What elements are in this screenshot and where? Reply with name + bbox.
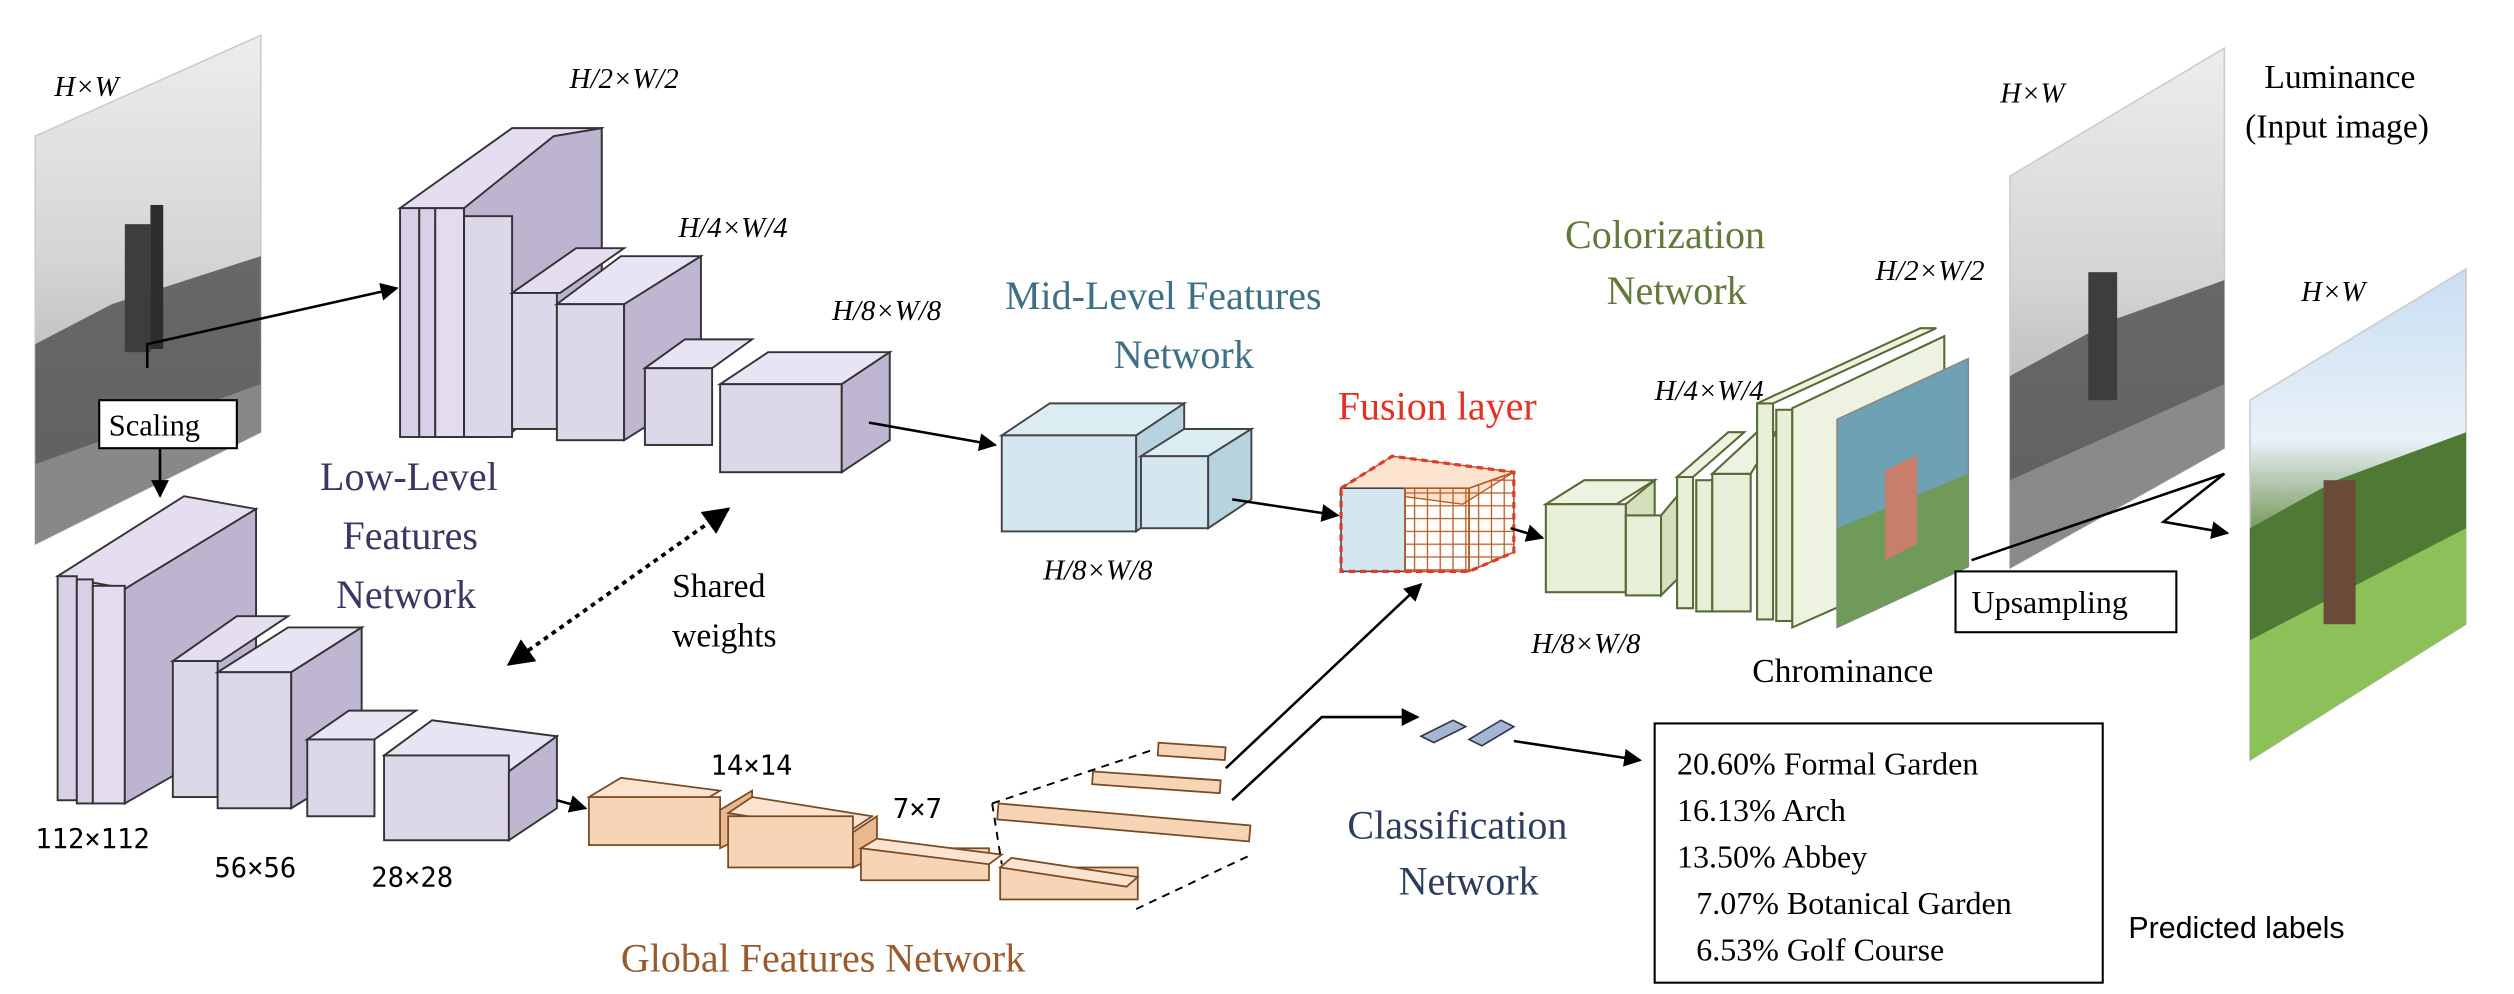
size-112: 112×112 <box>35 824 150 855</box>
eighth-size-label-top: H/8×W/8 <box>831 295 942 327</box>
connectors <box>145 282 2230 813</box>
luminance-label-2: (Input image) <box>2245 109 2429 146</box>
input-grayscale-image <box>34 34 262 546</box>
low-level-features-blocks <box>397 126 893 474</box>
classification-blocks <box>1419 719 1516 747</box>
global-features-dashed-projection <box>991 748 1252 910</box>
low-level-features-blocks-shared <box>55 495 560 843</box>
fusion-eighth-size-label: H/8×W/8 <box>1530 628 1641 660</box>
mid-level-title-1: Mid-Level Features <box>1005 273 1322 318</box>
colorization-title-1: Colorization <box>1565 212 1765 257</box>
classification-title-1: Classification <box>1347 803 1567 848</box>
half-size-label: H/2×W/2 <box>569 63 679 95</box>
shared-weights-2: weights <box>672 618 777 655</box>
colorized-output-image <box>2249 267 2467 762</box>
upsampling-label: Upsampling <box>1972 584 2128 620</box>
shared-weights-1: Shared <box>672 568 765 605</box>
luminance-size-label: H×W <box>1999 78 2067 110</box>
prediction-2: 16.13% Arch <box>1677 792 1846 828</box>
size-14: 14×14 <box>711 751 793 782</box>
upsampling-box <box>1954 570 2178 634</box>
luminance-image <box>2009 46 2226 570</box>
mid-level-title-2: Network <box>1114 332 1254 377</box>
chrominance-label: Chrominance <box>1752 653 1933 690</box>
global-features-title: Global Features Network <box>621 935 1025 980</box>
prediction-5: 6.53% Golf Course <box>1696 931 1944 967</box>
colorization-title-2: Network <box>1607 268 1747 313</box>
mid-level-features-blocks <box>998 401 1255 534</box>
fusion-layer-title: Fusion layer <box>1338 383 1537 428</box>
chrominance-image <box>1836 357 1970 629</box>
global-features-blocks <box>586 741 1252 901</box>
size-28: 28×28 <box>371 863 453 894</box>
prediction-3: 13.50% Abbey <box>1677 838 1867 874</box>
input-size-label: H×W <box>53 71 121 103</box>
diagram-labels: H×W H/2×W/2 H/4×W/4 H/8×W/8 H/8×W/8 H/8×… <box>35 59 2429 984</box>
low-level-title-1: Low-Level <box>320 454 498 499</box>
low-level-title-3: Network <box>336 572 476 617</box>
scaling-box <box>98 399 238 450</box>
low-level-title-2: Features <box>342 513 478 558</box>
col-quarter-size-label: H/4×W/4 <box>1654 375 1764 407</box>
classification-title-2: Network <box>1399 859 1539 904</box>
predicted-labels-box <box>1653 722 2104 984</box>
scaling-label: Scaling <box>109 408 200 442</box>
luminance-label-1: Luminance <box>2264 59 2415 96</box>
size-56: 56×56 <box>214 853 296 884</box>
fusion-layer-block <box>1339 454 1516 574</box>
mid-eighth-size-label: H/8×W/8 <box>1042 554 1153 586</box>
predicted-labels-caption: Predicted labels <box>2128 911 2344 945</box>
col-half-size-label: H/2×W/2 <box>1874 255 1984 287</box>
prediction-4: 7.07% Botanical Garden <box>1696 885 2011 921</box>
output-size-label: H×W <box>2300 276 2368 308</box>
size-7: 7×7 <box>893 794 942 825</box>
quarter-size-label: H/4×W/4 <box>678 212 788 244</box>
prediction-1: 20.60% Formal Garden <box>1677 746 1978 782</box>
